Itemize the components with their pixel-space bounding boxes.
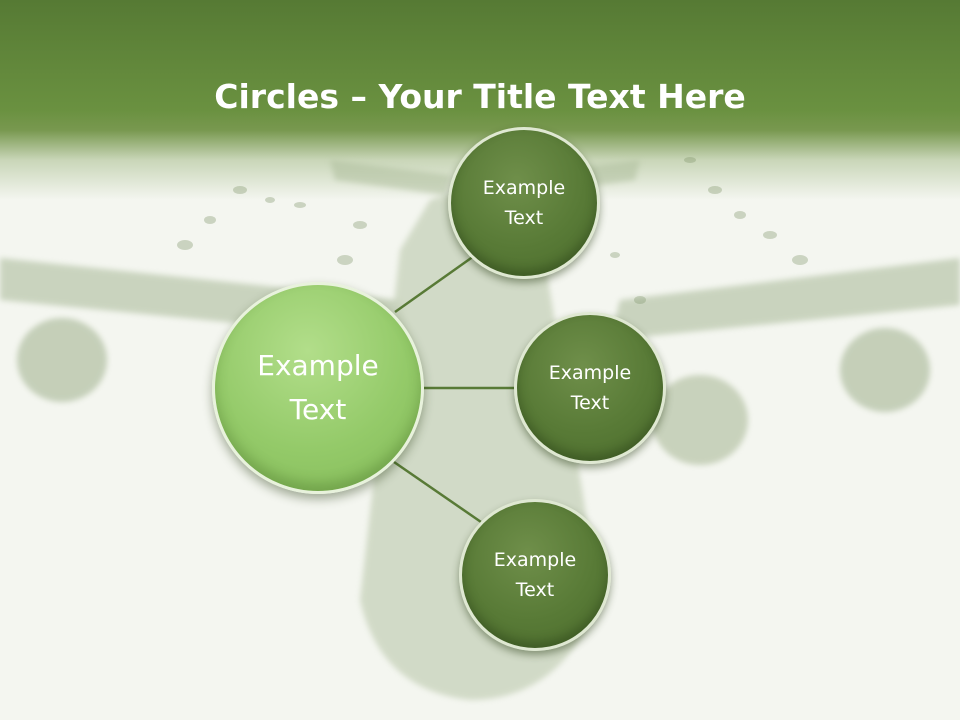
node-circle-3[interactable]: Example Text xyxy=(459,499,611,651)
hub-circle[interactable]: Example Text xyxy=(212,282,424,494)
node-circle-2[interactable]: Example Text xyxy=(514,312,666,464)
node-label-1: Example Text xyxy=(482,177,566,229)
slide-title: Circles – Your Title Text Here xyxy=(0,74,960,120)
node-label-3: Example Text xyxy=(493,549,577,601)
hub-label: Example Text xyxy=(257,349,379,426)
title-rest: – Your Title Text Here xyxy=(338,77,746,117)
node-label-2: Example Text xyxy=(548,362,632,414)
connector-3 xyxy=(393,460,482,524)
connector-1 xyxy=(394,254,475,314)
title-bold: Circles xyxy=(214,77,339,117)
node-circle-1[interactable]: Example Text xyxy=(448,127,600,279)
